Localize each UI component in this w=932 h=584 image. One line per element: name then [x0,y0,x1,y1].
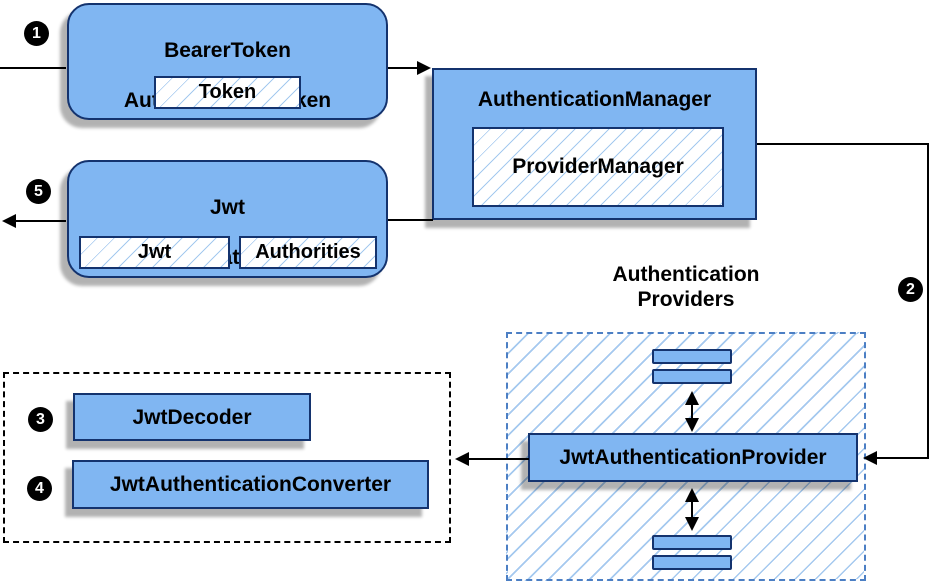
provider-stack-bar [652,349,732,364]
authentication-manager-node: AuthenticationManager ProviderManager [432,68,757,220]
authorities-chip: Authorities [239,236,377,269]
jwt-authentication-converter-node: JwtAuthenticationConverter [72,460,429,509]
jwt-decoder-title: JwtDecoder [132,405,252,429]
provider-stack-bar [652,555,732,570]
jwt-chip: Jwt [79,236,230,269]
step-4-badge: 4 [27,476,52,501]
step-1-badge: 1 [24,21,49,46]
jwt-authentication-provider-title: JwtAuthenticationProvider [559,446,827,469]
authorities-chip-label: Authorities [255,241,361,263]
provider-stack-bar [652,535,732,550]
provider-stack-bar [652,369,732,384]
jwt-chip-label: Jwt [137,241,172,263]
step-2-badge: 2 [898,277,923,302]
authentication-providers-label: Authentication Providers [506,262,866,312]
token-chip-label: Token [198,81,257,103]
provider-manager-chip: ProviderManager [472,127,724,207]
bearer-token-authentication-token-node: BearerToken AuthenticationToken Token [67,3,388,120]
provider-manager-chip-label: ProviderManager [512,155,684,178]
jwt-authentication-provider-node: JwtAuthenticationProvider [528,433,858,482]
jwt-authentication-converter-title: JwtAuthenticationConverter [109,473,392,496]
jwt-token-title-line1: Jwt [209,196,245,219]
step-3-badge: 3 [28,407,53,432]
authentication-manager-title: AuthenticationManager [477,88,712,111]
step-5-badge: 5 [26,179,51,204]
bearer-to-manager-arrowhead-icon [417,61,431,75]
bearer-token-title-line1: BearerToken [164,39,291,62]
token-chip: Token [154,76,301,109]
provider-to-resolvers-arrowhead-icon [455,452,469,466]
jwt-authentication-token-node: Jwt AuthenticationToken Jwt Authorities [67,160,388,278]
providers-label-line2: Providers [637,288,735,311]
jwt-decoder-node: JwtDecoder [73,393,311,441]
providers-label-line1: Authentication [612,263,760,286]
response-out-arrowhead-icon [2,214,16,228]
